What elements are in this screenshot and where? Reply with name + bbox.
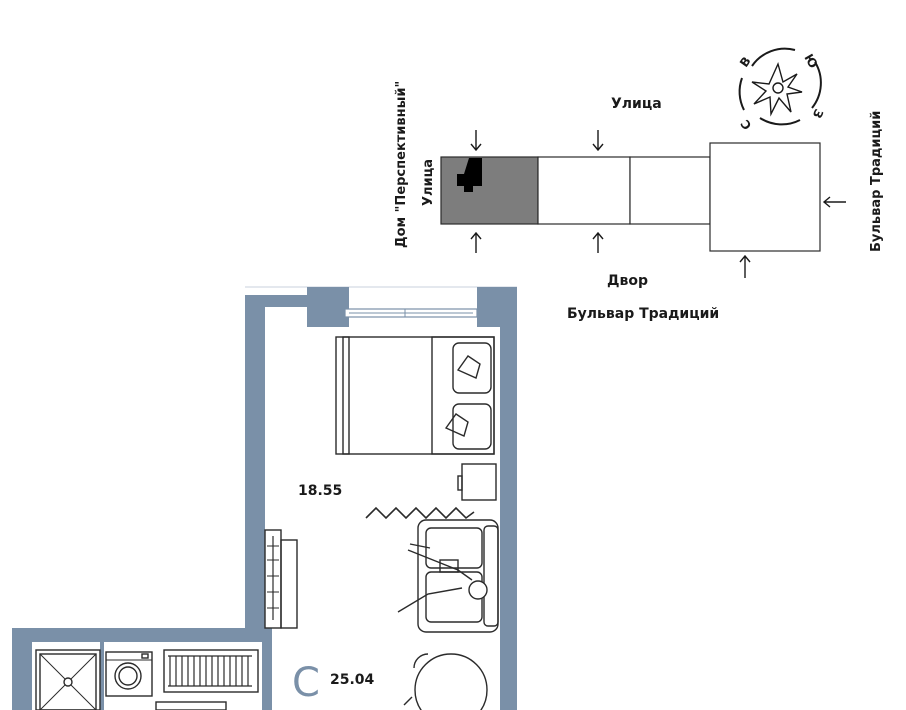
building-section-3 (629, 156, 711, 225)
radiator (163, 649, 259, 693)
chair-icon (413, 653, 429, 669)
apartment-marker (457, 158, 482, 192)
compass-dir-label: В (737, 54, 754, 70)
sofa-with-person (397, 519, 499, 633)
shower (35, 649, 101, 710)
zigzag-partition (365, 506, 475, 520)
compass-dir-label: Ю (801, 52, 820, 71)
highlighted-section (440, 156, 539, 225)
compass-rose: Ю В С З (737, 47, 826, 132)
arrow-down-icon (470, 130, 482, 152)
house-label: Дом "Перспективный" (394, 81, 409, 248)
arrow-down-icon (592, 130, 604, 152)
drain-icon (63, 677, 73, 687)
site-plan: Дом "Перспективный" Улица Улица Двор Бул… (394, 81, 884, 322)
total-area-label: 25.04 (330, 672, 375, 688)
window-arrows (470, 130, 846, 278)
washer-drum-icon (114, 662, 142, 690)
dining-table (403, 653, 488, 710)
pillow-icon (456, 355, 481, 379)
wardrobe (264, 529, 298, 629)
walls (12, 287, 517, 710)
laptop-icon (439, 559, 459, 573)
arrow-up-icon (470, 231, 482, 253)
compass-dir-label: С (738, 117, 755, 132)
building-section-2 (537, 156, 631, 225)
compass-star-icon (751, 61, 803, 117)
washing-machine (105, 651, 153, 697)
yard-label: Двор (607, 273, 648, 289)
apartment-plan: 18.55 С 25.04 (12, 286, 517, 710)
street-top-label: Улица (611, 96, 662, 112)
pillow-icon (444, 413, 469, 437)
boulevard-bottom-label: Бульвар Традиций (567, 306, 719, 322)
bed (335, 336, 495, 455)
arrow-left-icon (822, 196, 846, 208)
room-area-label: 18.55 (298, 483, 342, 499)
boulevard-right-label: Бульвар Традиций (869, 111, 884, 252)
total-area-prefix: С (292, 660, 320, 706)
compass-dir-label: З (810, 107, 826, 121)
person-icon (468, 580, 488, 600)
arrow-up-icon (739, 254, 751, 278)
street-left-label: Улица (421, 159, 436, 206)
counter (155, 701, 227, 710)
window (344, 308, 478, 318)
building-section-4 (709, 142, 821, 252)
nightstand (461, 463, 497, 501)
arrow-up-icon (592, 231, 604, 253)
